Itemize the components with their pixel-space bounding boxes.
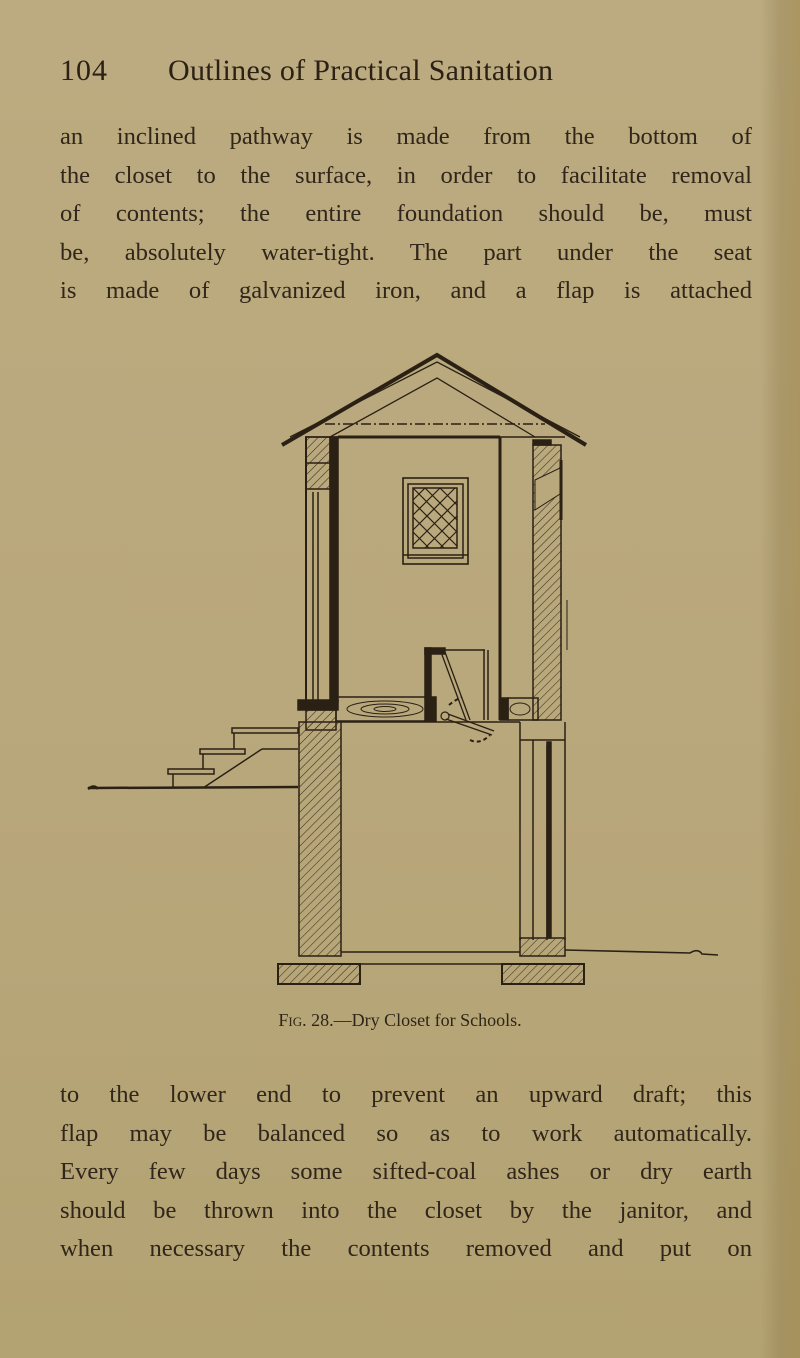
page-number: 104	[60, 54, 108, 87]
paragraph-bottom: to the lower end to prevent an upward dr…	[60, 1076, 752, 1269]
figure-title: Dry Closet for Schools.	[351, 1010, 522, 1030]
dry-closet-section-drawing	[87, 352, 719, 985]
text-line: an inclined pathway is made from the bot…	[60, 123, 752, 150]
figure-number: 28.	[311, 1010, 334, 1030]
text-line: flap may be balanced so as to work autom…	[60, 1119, 752, 1147]
running-title: Outlines of Practical Sanitation	[168, 54, 554, 87]
text-line: should be thrown into the closet by the …	[60, 1196, 752, 1224]
text-line: to the lower end to prevent an upward dr…	[60, 1081, 752, 1108]
text-line: be, absolutely water-tight. The part und…	[60, 238, 752, 266]
figure-label: Fig.	[278, 1010, 307, 1030]
figure-caption: Fig. 28.—Dry Closet for Schools.	[0, 1010, 800, 1031]
paragraph-top: an inclined pathway is made from the bot…	[60, 118, 752, 311]
text-line: of contents; the entire foundation shoul…	[60, 200, 752, 228]
figure-separator: —	[333, 1010, 352, 1030]
running-header: 104 Outlines of Practical Sanitation	[60, 54, 740, 98]
text-line: the closet to the surface, in order to f…	[60, 161, 752, 189]
figure-dry-closet-illustration	[0, 340, 800, 1000]
text-line: Every few days some sifted-coal ashes or…	[60, 1158, 752, 1186]
text-line: when necessary the contents removed and …	[60, 1235, 752, 1263]
text-line: is made of galvanized iron, and a flap i…	[60, 277, 752, 305]
